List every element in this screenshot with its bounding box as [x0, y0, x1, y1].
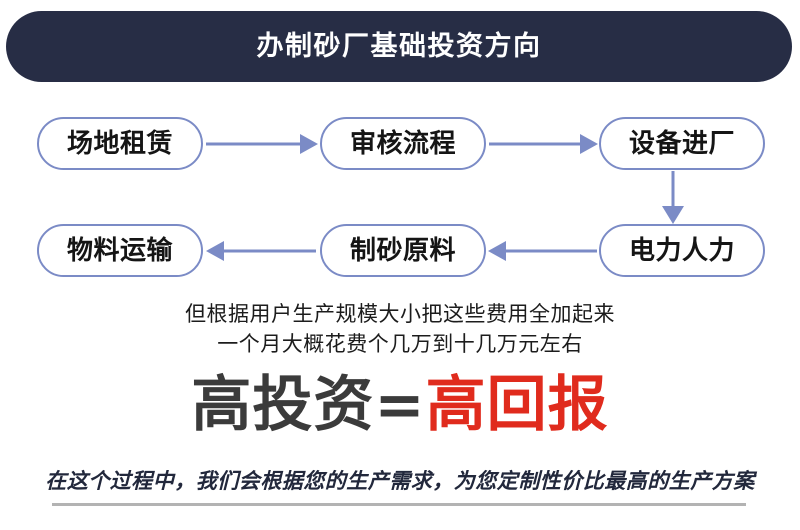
flow-node-power-manpower[interactable]: 电力人力: [599, 224, 765, 277]
headline: 高投资=高回报: [0, 375, 800, 435]
flow-node-label: 制砂原料: [349, 235, 456, 266]
headline-part-dark: 高投资=: [191, 370, 426, 440]
description-line-2: 一个月大概花费个几万到十几万元左右: [217, 332, 583, 356]
flow-node-material-transport[interactable]: 物料运输: [37, 224, 203, 277]
flow-node-approval-process[interactable]: 审核流程: [320, 117, 486, 170]
arrow-raw-material-to-transport: [206, 241, 316, 261]
description-line-1: 但根据用户生产规模大小把这些费用全加起来: [185, 302, 615, 326]
flow-node-label: 审核流程: [349, 128, 456, 159]
arrow-equipment-to-power: [662, 171, 684, 224]
flow-node-sand-raw-material[interactable]: 制砂原料: [320, 224, 486, 277]
flow-node-label: 电力人力: [628, 235, 735, 266]
arrow-power-to-raw-material: [488, 241, 597, 261]
flow-node-site-lease[interactable]: 场地租赁: [37, 117, 203, 170]
footer-divider: [52, 503, 746, 506]
headline-part-red: 高回报: [425, 370, 609, 440]
arrow-site-lease-to-approval: [206, 134, 318, 154]
flow-node-label: 物料运输: [66, 235, 173, 266]
arrow-approval-to-equipment: [489, 134, 598, 154]
description-block: 但根据用户生产规模大小把这些费用全加起来 一个月大概花费个几万到十几万元左右: [0, 299, 800, 359]
header-banner: 办制砂厂基础投资方向: [6, 11, 792, 82]
footer-text: 在这个过程中，我们会根据您的生产需求，为您定制性价比最高的生产方案: [45, 469, 755, 493]
flow-node-label: 场地租赁: [66, 128, 173, 159]
flow-node-equipment-entry[interactable]: 设备进厂: [599, 117, 765, 170]
flow-node-label: 设备进厂: [628, 128, 735, 159]
page-title: 办制砂厂基础投资方向: [256, 31, 542, 62]
